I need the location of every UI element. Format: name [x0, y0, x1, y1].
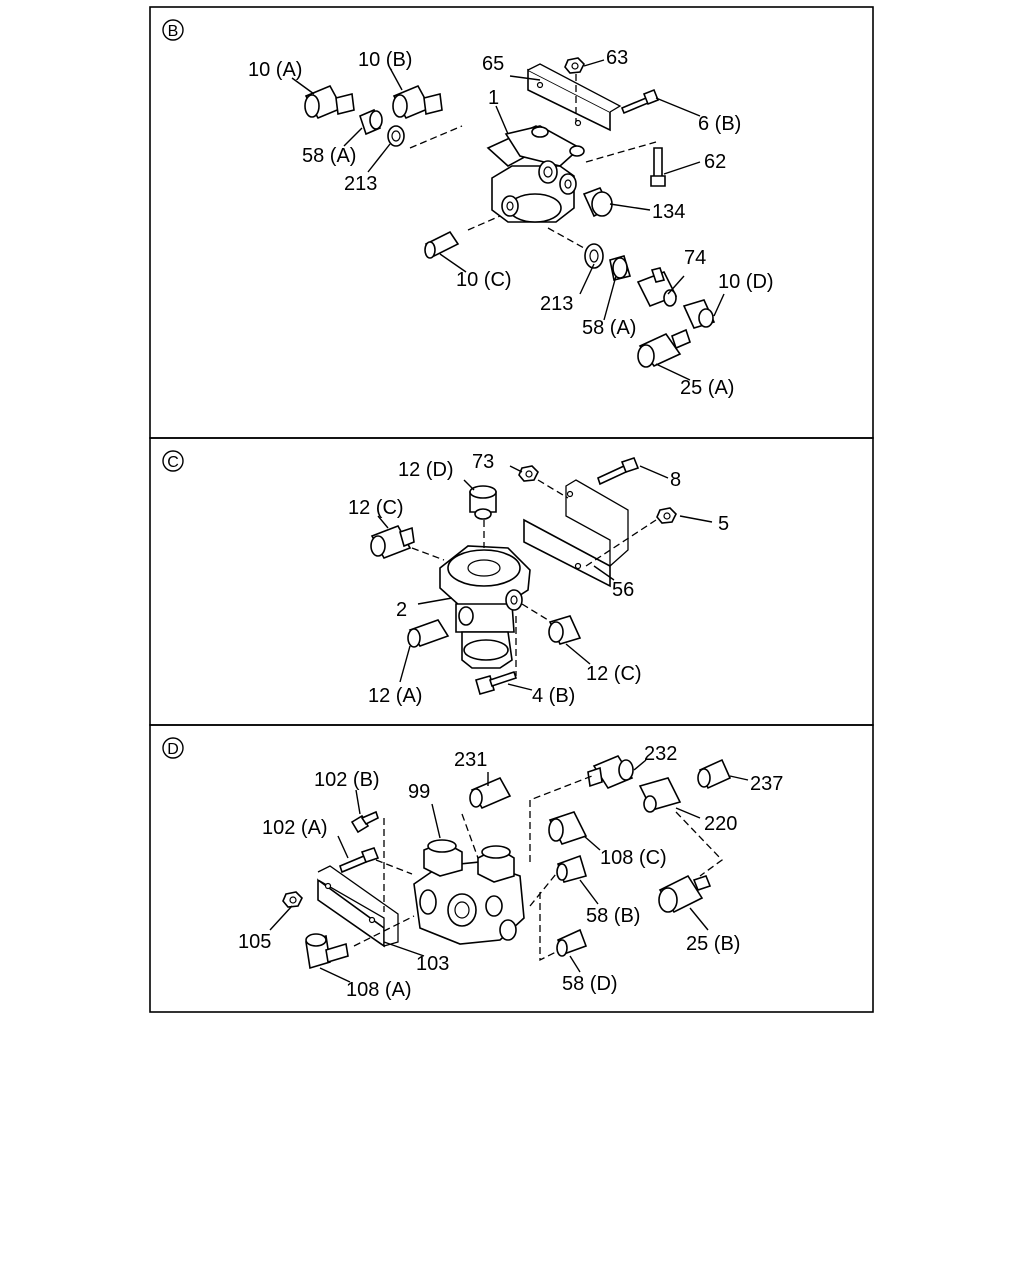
label-d-25b: 25 (B) — [686, 933, 740, 955]
label-c-12c-right: 12 (C) — [586, 663, 642, 685]
label-d-220: 220 — [704, 813, 737, 835]
label-b-1: 1 — [488, 87, 499, 109]
label-d-102a: 102 (A) — [262, 817, 328, 839]
label-d-99: 99 — [408, 781, 430, 803]
panel-d-frame — [149, 724, 874, 1013]
label-b-25a: 25 (A) — [680, 377, 734, 399]
label-c-8: 8 — [670, 469, 681, 491]
label-c-5: 5 — [718, 513, 729, 535]
panel-b-drawing — [291, 57, 725, 381]
label-d-58b: 58 (B) — [586, 905, 640, 927]
panel-d-drawing — [269, 755, 749, 983]
label-b-65: 65 — [482, 53, 504, 75]
panel-c-drawing — [370, 457, 713, 695]
label-d-102b: 102 (B) — [314, 769, 380, 791]
section-marker-d: D — [162, 737, 184, 759]
label-b-63: 63 — [606, 47, 628, 69]
section-marker-b: B — [162, 19, 184, 41]
label-b-62: 62 — [704, 151, 726, 173]
label-c-56: 56 — [612, 579, 634, 601]
label-b-213-bottom: 213 — [540, 293, 573, 315]
svg-text:C: C — [167, 454, 179, 471]
label-b-6b: 6 (B) — [698, 113, 741, 135]
label-b-10a: 10 (A) — [248, 59, 302, 81]
label-c-12a: 12 (A) — [368, 685, 422, 707]
label-b-74: 74 — [684, 247, 706, 269]
label-c-2: 2 — [396, 599, 407, 621]
label-d-103: 103 — [416, 953, 449, 975]
label-c-12c-top: 12 (C) — [348, 497, 404, 519]
label-d-232: 232 — [644, 743, 677, 765]
label-d-108a: 108 (A) — [346, 979, 412, 1001]
label-b-58a-bottom: 58 (A) — [582, 317, 636, 339]
label-b-10c: 10 (C) — [456, 269, 512, 291]
label-d-108c: 108 (C) — [600, 847, 667, 869]
label-c-73: 73 — [472, 451, 494, 473]
label-b-10b: 10 (B) — [358, 49, 412, 71]
label-d-231: 231 — [454, 749, 487, 771]
label-b-10d: 10 (D) — [718, 271, 774, 293]
label-c-4b: 4 (B) — [532, 685, 575, 707]
section-marker-c: C — [162, 450, 184, 472]
label-c-12d: 12 (D) — [398, 459, 454, 481]
label-b-213-top: 213 — [344, 173, 377, 195]
label-b-58a-top: 58 (A) — [302, 145, 356, 167]
svg-text:D: D — [167, 741, 179, 758]
label-d-105: 105 — [238, 931, 271, 953]
label-d-58d: 58 (D) — [562, 973, 618, 995]
svg-text:B: B — [168, 23, 179, 40]
label-d-237: 237 — [750, 773, 783, 795]
label-b-134: 134 — [652, 201, 685, 223]
